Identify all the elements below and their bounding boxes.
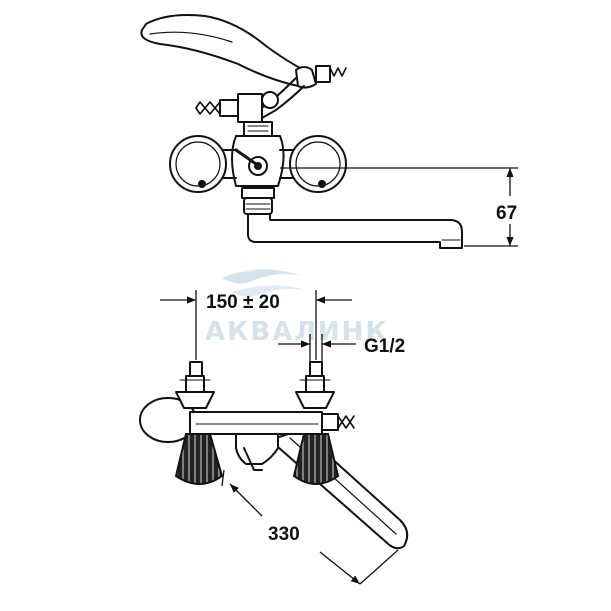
hose-thread-top-view: [337, 415, 355, 423]
front-view: [140, 14, 463, 249]
dimension-thread: [278, 334, 356, 362]
handle-left-top-view: [174, 433, 224, 485]
dimension-spout-label: 330: [268, 524, 300, 545]
handle-left: [169, 135, 227, 193]
handle-right-top-view: [292, 433, 340, 485]
hose-thread-top: [329, 67, 347, 77]
dimension-height-label: 67: [496, 203, 517, 224]
watermark-wave-logo: [222, 269, 302, 284]
dimension-spacing: [160, 290, 352, 360]
top-view: [139, 361, 409, 550]
dimension-height: [280, 167, 518, 247]
dimension-spout: [221, 469, 399, 585]
dimension-thread-label: G1/2: [364, 336, 405, 357]
watermark-text: АКВАЛИНК: [205, 317, 389, 347]
spout-front: [247, 213, 463, 249]
shower-head: [140, 14, 305, 87]
handle-right: [289, 135, 347, 193]
hose-thread-left: [195, 101, 221, 109]
dimension-spacing-label: 150 ± 20: [206, 292, 280, 313]
watermark: АКВАЛИНК: [205, 269, 389, 347]
